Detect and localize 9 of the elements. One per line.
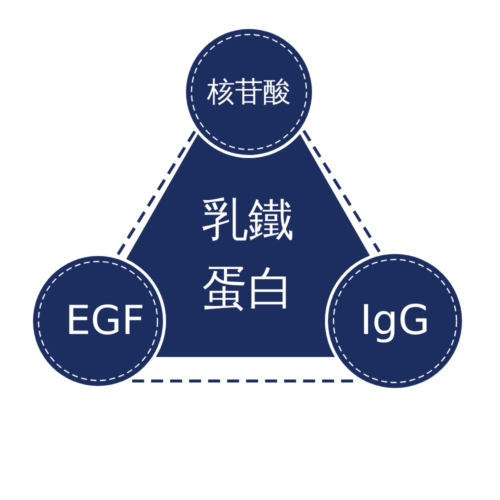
node-label: IgG <box>360 297 430 345</box>
circle-node <box>33 256 163 386</box>
dashed-connector <box>116 130 196 256</box>
node-label: EGF <box>65 298 145 344</box>
circle-node <box>186 29 312 155</box>
circle-node <box>328 254 462 388</box>
node-label: 核苷酸 <box>207 76 291 108</box>
node-label: 乳鐵蛋白 <box>201 191 295 317</box>
dashed-connector <box>302 130 381 252</box>
